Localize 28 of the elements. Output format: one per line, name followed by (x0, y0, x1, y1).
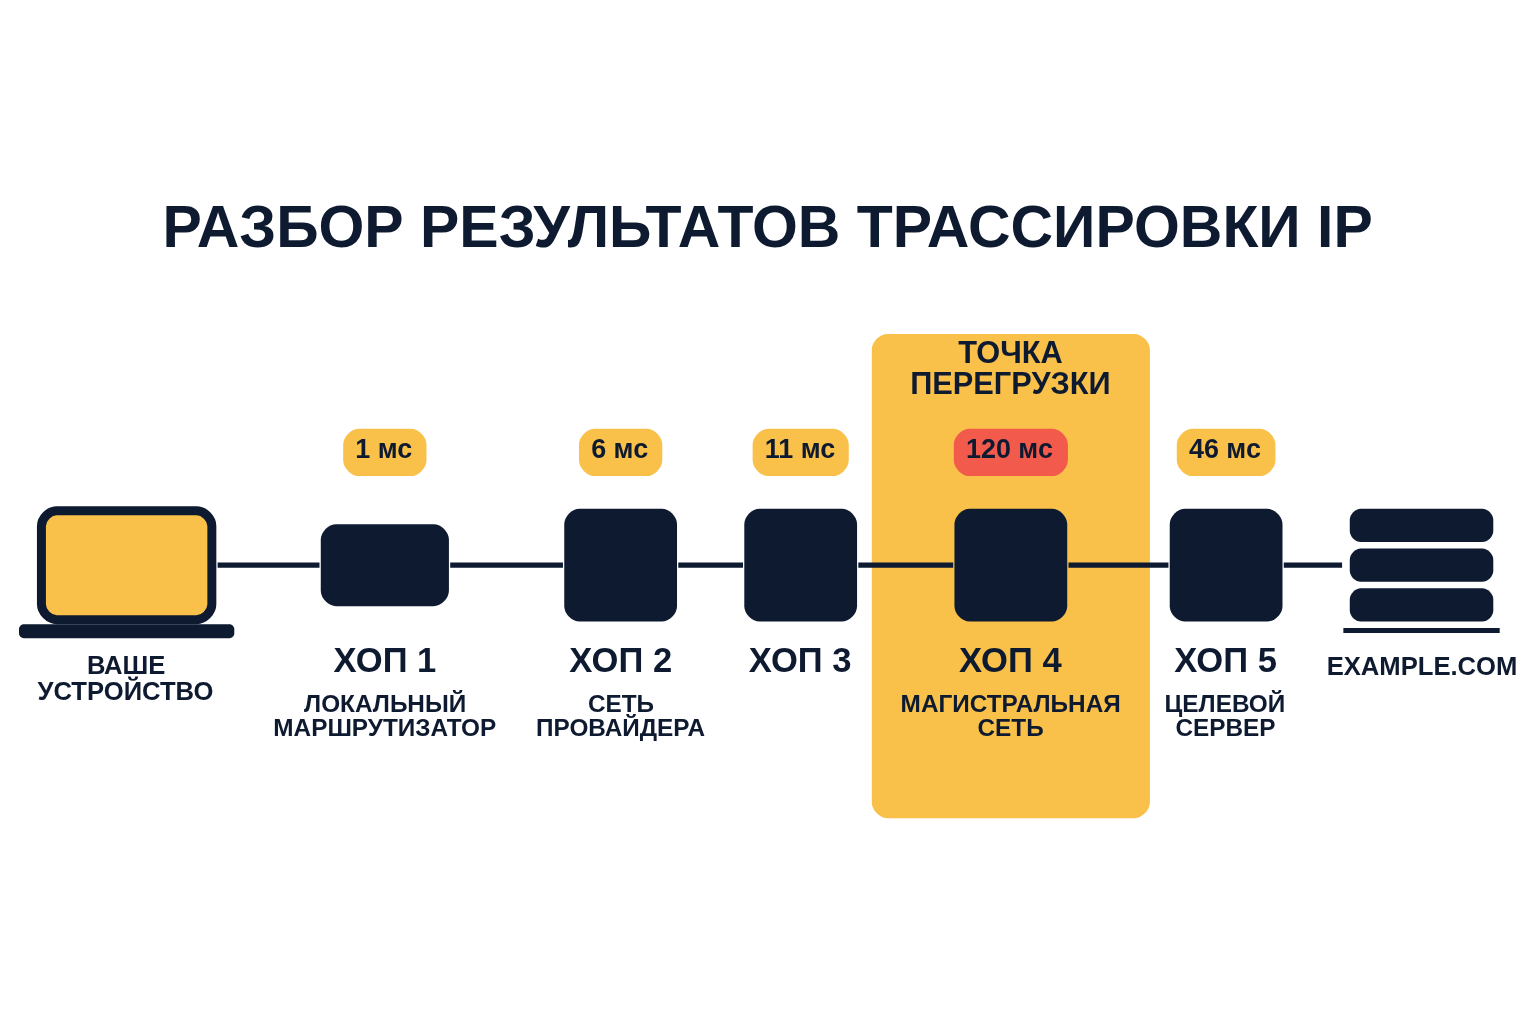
node-label: ВАШЕ УСТРОЙСТВО (37, 651, 214, 705)
node-label: ЛОКАЛЬНЫЙ МАРШРУТИЗАТОР (273, 689, 497, 741)
node-label: ХОП 5 (1174, 641, 1277, 680)
connector (858, 562, 954, 568)
node-box (564, 508, 677, 622)
node-label: МАГИСТРАЛЬНАЯ СЕТЬ (900, 689, 1121, 741)
node-label: 1 мс (355, 433, 413, 464)
connector (1283, 562, 1343, 568)
node-label: ЦЕЛЕВОЙ СЕРВЕР (1164, 689, 1286, 741)
node-label: ХОП 1 (333, 641, 437, 680)
node-label: ХОП 2 (569, 641, 673, 680)
connector (217, 562, 320, 568)
node-label: СЕТЬ ПРОВАЙДЕРА (536, 689, 706, 741)
connector (450, 562, 563, 568)
connector (678, 562, 743, 568)
connector (1068, 562, 1169, 568)
node-label: 46 мс (1188, 433, 1261, 464)
diagram-title: РАЗБОР РЕЗУЛЬТАТОВ ТРАССИРОВКИ IP (162, 194, 1373, 260)
node-label: 11 мс (764, 433, 836, 464)
node-label: 120 мс (965, 433, 1053, 464)
node-box (954, 508, 1068, 622)
node-box (744, 508, 858, 622)
node-box (1169, 508, 1283, 622)
node-box (320, 524, 449, 607)
node-label: 6 мс (591, 433, 649, 464)
node-label: EXAMPLE.COM (1326, 652, 1518, 681)
node-label: ХОП 4 (958, 641, 1062, 680)
node-label: ХОП 3 (748, 641, 852, 680)
